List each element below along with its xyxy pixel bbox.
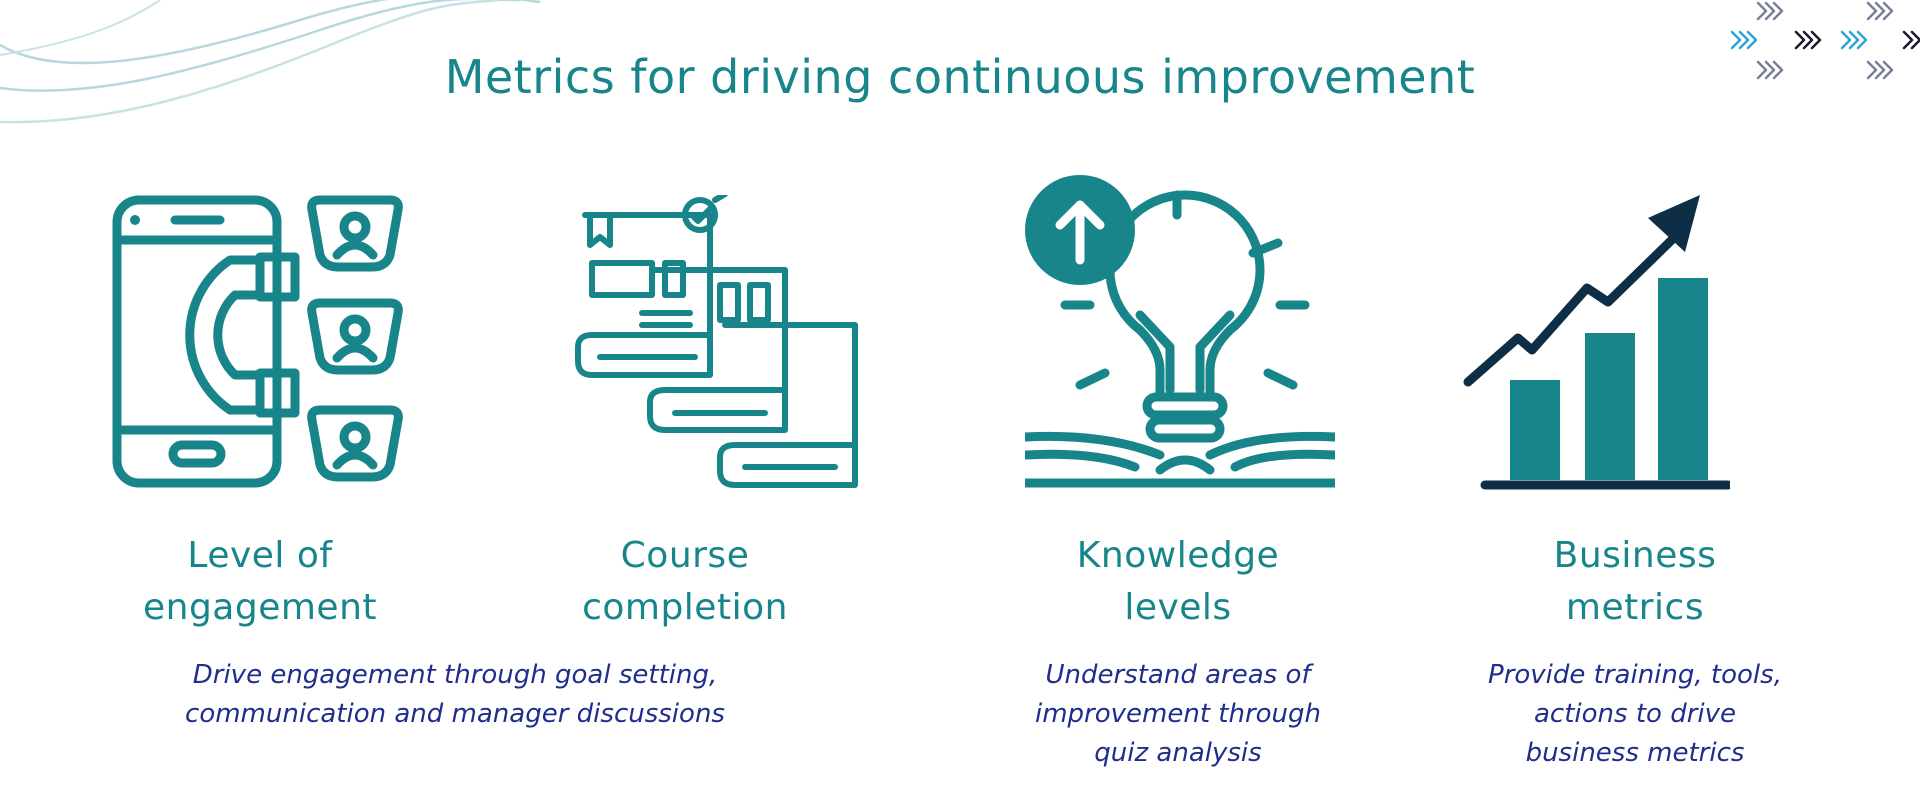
bar-small	[1510, 380, 1560, 480]
chevron-icon	[1840, 30, 1868, 50]
lightbulb-book-knowledge-icon	[1025, 175, 1335, 488]
bar-large	[1658, 278, 1708, 480]
course-books-completion-icon	[575, 195, 858, 488]
page-title: Metrics for driving continuous improveme…	[444, 50, 1476, 104]
description-knowledge: Understand areas of improvement through …	[1034, 660, 1322, 768]
description-business: Provide training, tools, actions to driv…	[1488, 660, 1782, 768]
arrow-up-icon	[1648, 195, 1700, 252]
description-engagement: Drive engagement through goal setting, c…	[185, 660, 725, 729]
metric-title-knowledge: Knowledge levels	[1076, 535, 1280, 628]
chart-bars	[1510, 278, 1708, 480]
growth-arrow-line	[1463, 225, 1687, 387]
wave-decoration	[0, 0, 540, 124]
chevron-icon	[1730, 30, 1758, 50]
bar-medium	[1585, 333, 1635, 480]
chevron-icon	[1866, 1, 1894, 21]
metric-title-engagement: Level of engagement	[142, 535, 378, 628]
bar-chart-growth-icon	[1463, 195, 1730, 490]
chevron-decoration	[1730, 1, 1920, 80]
magnet-phone-engagement-icon	[112, 195, 403, 488]
chevron-icon	[1794, 30, 1822, 50]
chevron-icon	[1756, 1, 1784, 21]
chevron-icon	[1756, 60, 1784, 80]
chevron-icon	[1866, 60, 1894, 80]
metric-title-business: Business metrics	[1553, 535, 1717, 628]
metric-title-completion: Course completion	[582, 535, 788, 628]
chevron-icon	[1902, 30, 1920, 50]
